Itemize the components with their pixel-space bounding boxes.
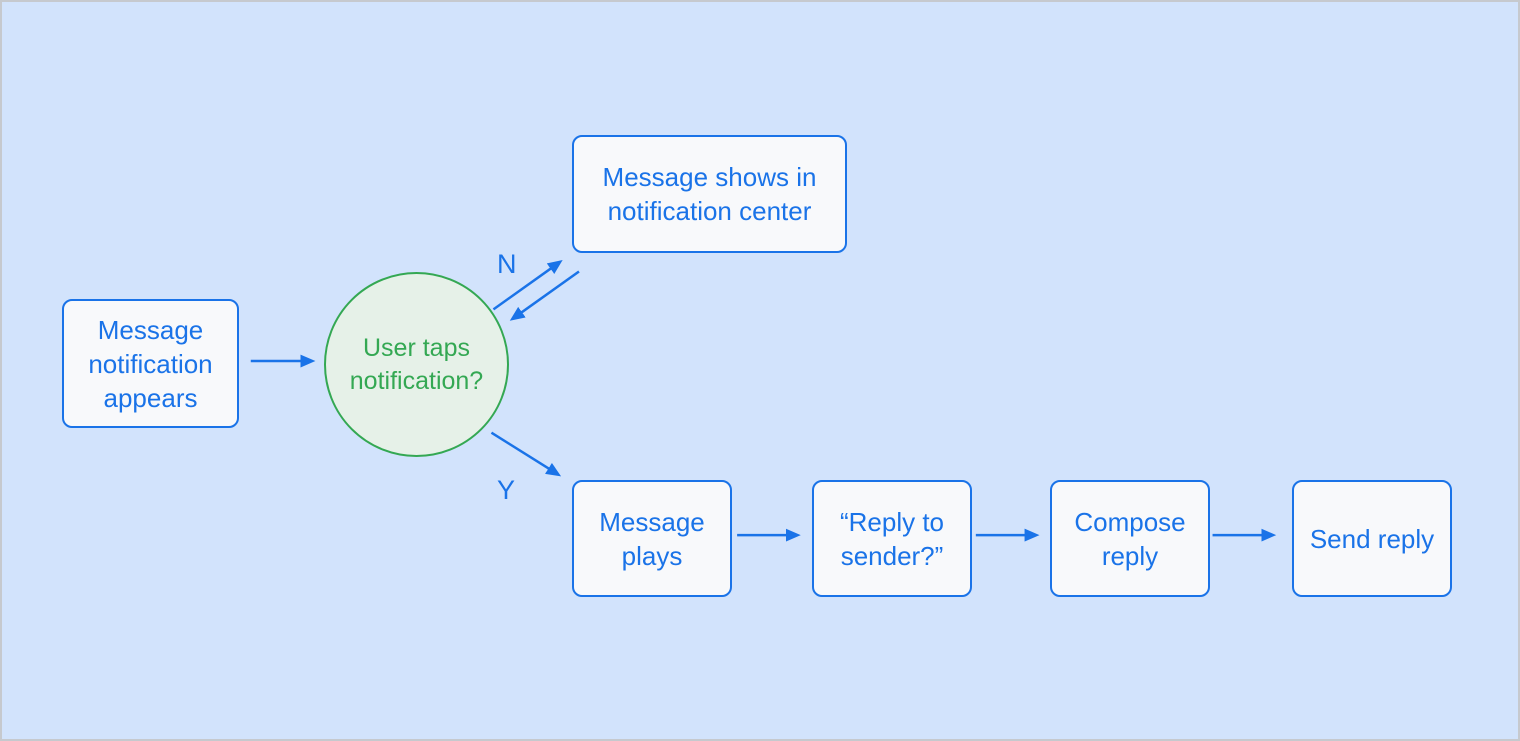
node-compose-reply: Compose reply: [1050, 480, 1210, 597]
node-label: User taps notification?: [349, 333, 484, 395]
edge-decision-to-message-plays: [490, 431, 562, 477]
node-reply-to-sender-prompt: “Reply to sender?”: [812, 480, 972, 597]
node-user-taps-notification-decision: User taps notification?: [324, 272, 509, 457]
node-label: Send reply: [1309, 523, 1435, 554]
node-label: Compose reply: [1074, 506, 1186, 571]
edge-notification-center-to-decision: [509, 270, 580, 321]
node-message-notification-appears: Message notification appears: [62, 299, 239, 428]
node-label: “Reply to sender?”: [839, 506, 945, 571]
node-label: Message shows in notification center: [602, 162, 817, 226]
node-message-shows-in-notification-center: Message shows in notification center: [572, 135, 847, 253]
node-send-reply: Send reply: [1292, 480, 1452, 597]
node-message-plays: Message plays: [572, 480, 732, 597]
node-label: Message plays: [599, 506, 705, 571]
node-label: Message notification appears: [88, 314, 213, 413]
edge-label-yes: Y: [497, 475, 516, 505]
edge-label-no: N: [497, 249, 517, 279]
